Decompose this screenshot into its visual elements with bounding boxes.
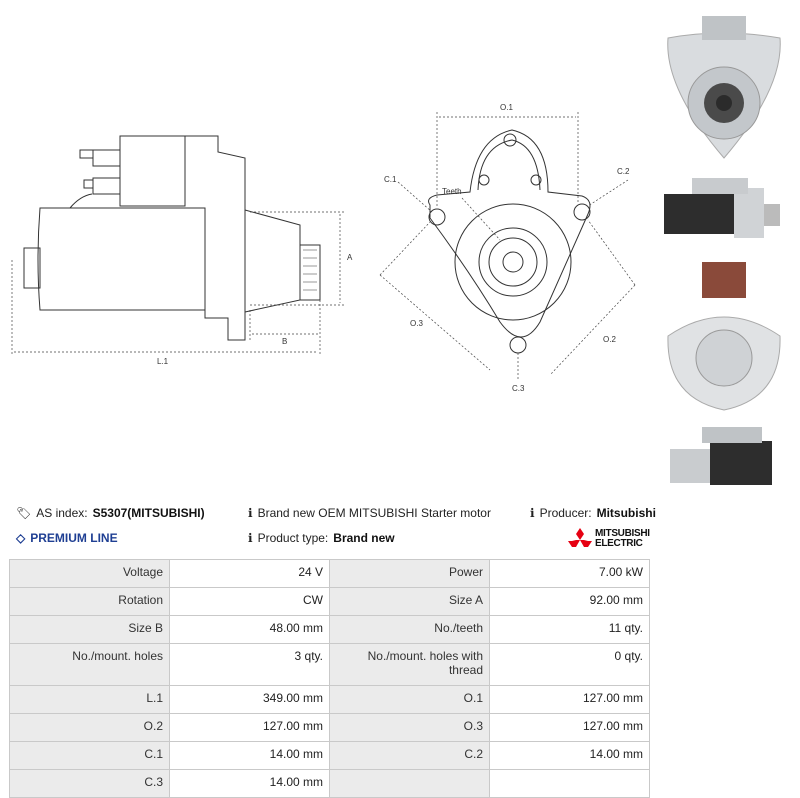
table-row: L.1 349.00 mm O.1 127.00 mm	[9, 685, 650, 714]
table-row: No./mount. holes 3 qty. No./mount. holes…	[9, 643, 650, 686]
as-index-info: 🏷 AS index: S5307(MITSUBISHI)	[16, 506, 205, 520]
spec-label: C.2	[329, 741, 490, 770]
spec-label: C.1	[9, 741, 170, 770]
technical-drawing: A B L.1 O.1 C.1 C.2 Teeth O.3 O.2 C.3	[11, 103, 636, 393]
spec-value: 127.00 mm	[489, 713, 650, 742]
dimension-c3-label: C.3	[512, 384, 525, 393]
spec-label: Rotation	[9, 587, 170, 616]
spec-label: O.1	[329, 685, 490, 714]
logo-text: MITSUBISHI ELECTRIC	[595, 528, 650, 549]
spec-value: 3 qty.	[169, 643, 330, 686]
table-row: Rotation CW Size A 92.00 mm	[9, 587, 650, 616]
specs-table: Voltage 24 V Power 7.00 kW Rotation CW S…	[9, 559, 650, 798]
table-row: Size B 48.00 mm No./teeth 11 qty.	[9, 615, 650, 644]
spec-value: 11 qty.	[489, 615, 650, 644]
info-icon: ℹ	[248, 506, 253, 520]
dimension-c1-label: C.1	[384, 175, 397, 184]
product-type-info: ℹ Product type: Brand new	[248, 531, 395, 545]
info-icon: ℹ	[248, 531, 253, 545]
spec-label: C.3	[9, 769, 170, 798]
product-description: Brand new OEM MITSUBISHI Starter motor	[257, 506, 491, 520]
side-dimensions	[11, 211, 345, 356]
front-view-drawing	[428, 129, 591, 354]
producer-value: Mitsubishi	[596, 506, 656, 520]
spec-label: No./teeth	[329, 615, 490, 644]
side-view-drawing	[23, 135, 321, 341]
side-view-photo-2[interactable]	[662, 423, 786, 495]
premium-line-badge: ◇ PREMIUM LINE	[16, 531, 118, 545]
dimension-o1-label: O.1	[500, 103, 513, 112]
spec-value: 92.00 mm	[489, 587, 650, 616]
spec-label: No./mount. holes	[9, 643, 170, 686]
spec-label: O.3	[329, 713, 490, 742]
dimension-l1-label: L.1	[157, 357, 169, 366]
spec-value: CW	[169, 587, 330, 616]
spec-value: 14.00 mm	[489, 741, 650, 770]
spec-value: 48.00 mm	[169, 615, 330, 644]
spec-value: 127.00 mm	[169, 713, 330, 742]
spec-value: 24 V	[169, 559, 330, 588]
producer-info: ℹ Producer: Mitsubishi	[530, 506, 656, 520]
spec-label	[329, 769, 490, 798]
spec-label: Voltage	[9, 559, 170, 588]
side-view-photo-1[interactable]	[662, 174, 786, 244]
dimension-a-label: A	[347, 253, 353, 262]
dimension-o2-label: O.2	[603, 335, 616, 344]
as-index-value: S5307(MITSUBISHI)	[92, 506, 205, 520]
spec-value: 7.00 kW	[489, 559, 650, 588]
spec-value: 0 qty.	[489, 643, 650, 686]
spec-label: Size A	[329, 587, 490, 616]
spec-value	[489, 769, 650, 798]
table-row: O.2 127.00 mm O.3 127.00 mm	[9, 713, 650, 742]
table-row: C.3 14.00 mm	[9, 769, 650, 798]
table-row: C.1 14.00 mm C.2 14.00 mm	[9, 741, 650, 770]
mitsubishi-logo	[568, 528, 592, 547]
spec-value: 14.00 mm	[169, 741, 330, 770]
product-type-value: Brand new	[333, 531, 395, 545]
spec-label: L.1	[9, 685, 170, 714]
spec-label: No./mount. holes with thread	[329, 643, 490, 686]
spec-label: Size B	[9, 615, 170, 644]
tag-icon: 🏷	[16, 506, 32, 520]
teeth-label: Teeth	[442, 187, 462, 196]
spec-value: 349.00 mm	[169, 685, 330, 714]
dimension-o3-label: O.3	[410, 319, 423, 328]
spec-value: 127.00 mm	[489, 685, 650, 714]
diamond-icon: ◇	[16, 531, 26, 545]
spec-label: O.2	[9, 713, 170, 742]
table-row: Voltage 24 V Power 7.00 kW	[9, 559, 650, 588]
dimension-c2-label: C.2	[617, 167, 630, 176]
front-view-photo[interactable]	[662, 8, 786, 168]
info-icon: ℹ	[530, 506, 535, 520]
front-dimensions	[379, 112, 636, 380]
spec-value: 14.00 mm	[169, 769, 330, 798]
dimension-b-label: B	[282, 337, 287, 346]
rear-view-photo[interactable]	[662, 258, 786, 418]
description-info: ℹ Brand new OEM MITSUBISHI Starter motor	[248, 506, 491, 520]
spec-label: Power	[329, 559, 490, 588]
